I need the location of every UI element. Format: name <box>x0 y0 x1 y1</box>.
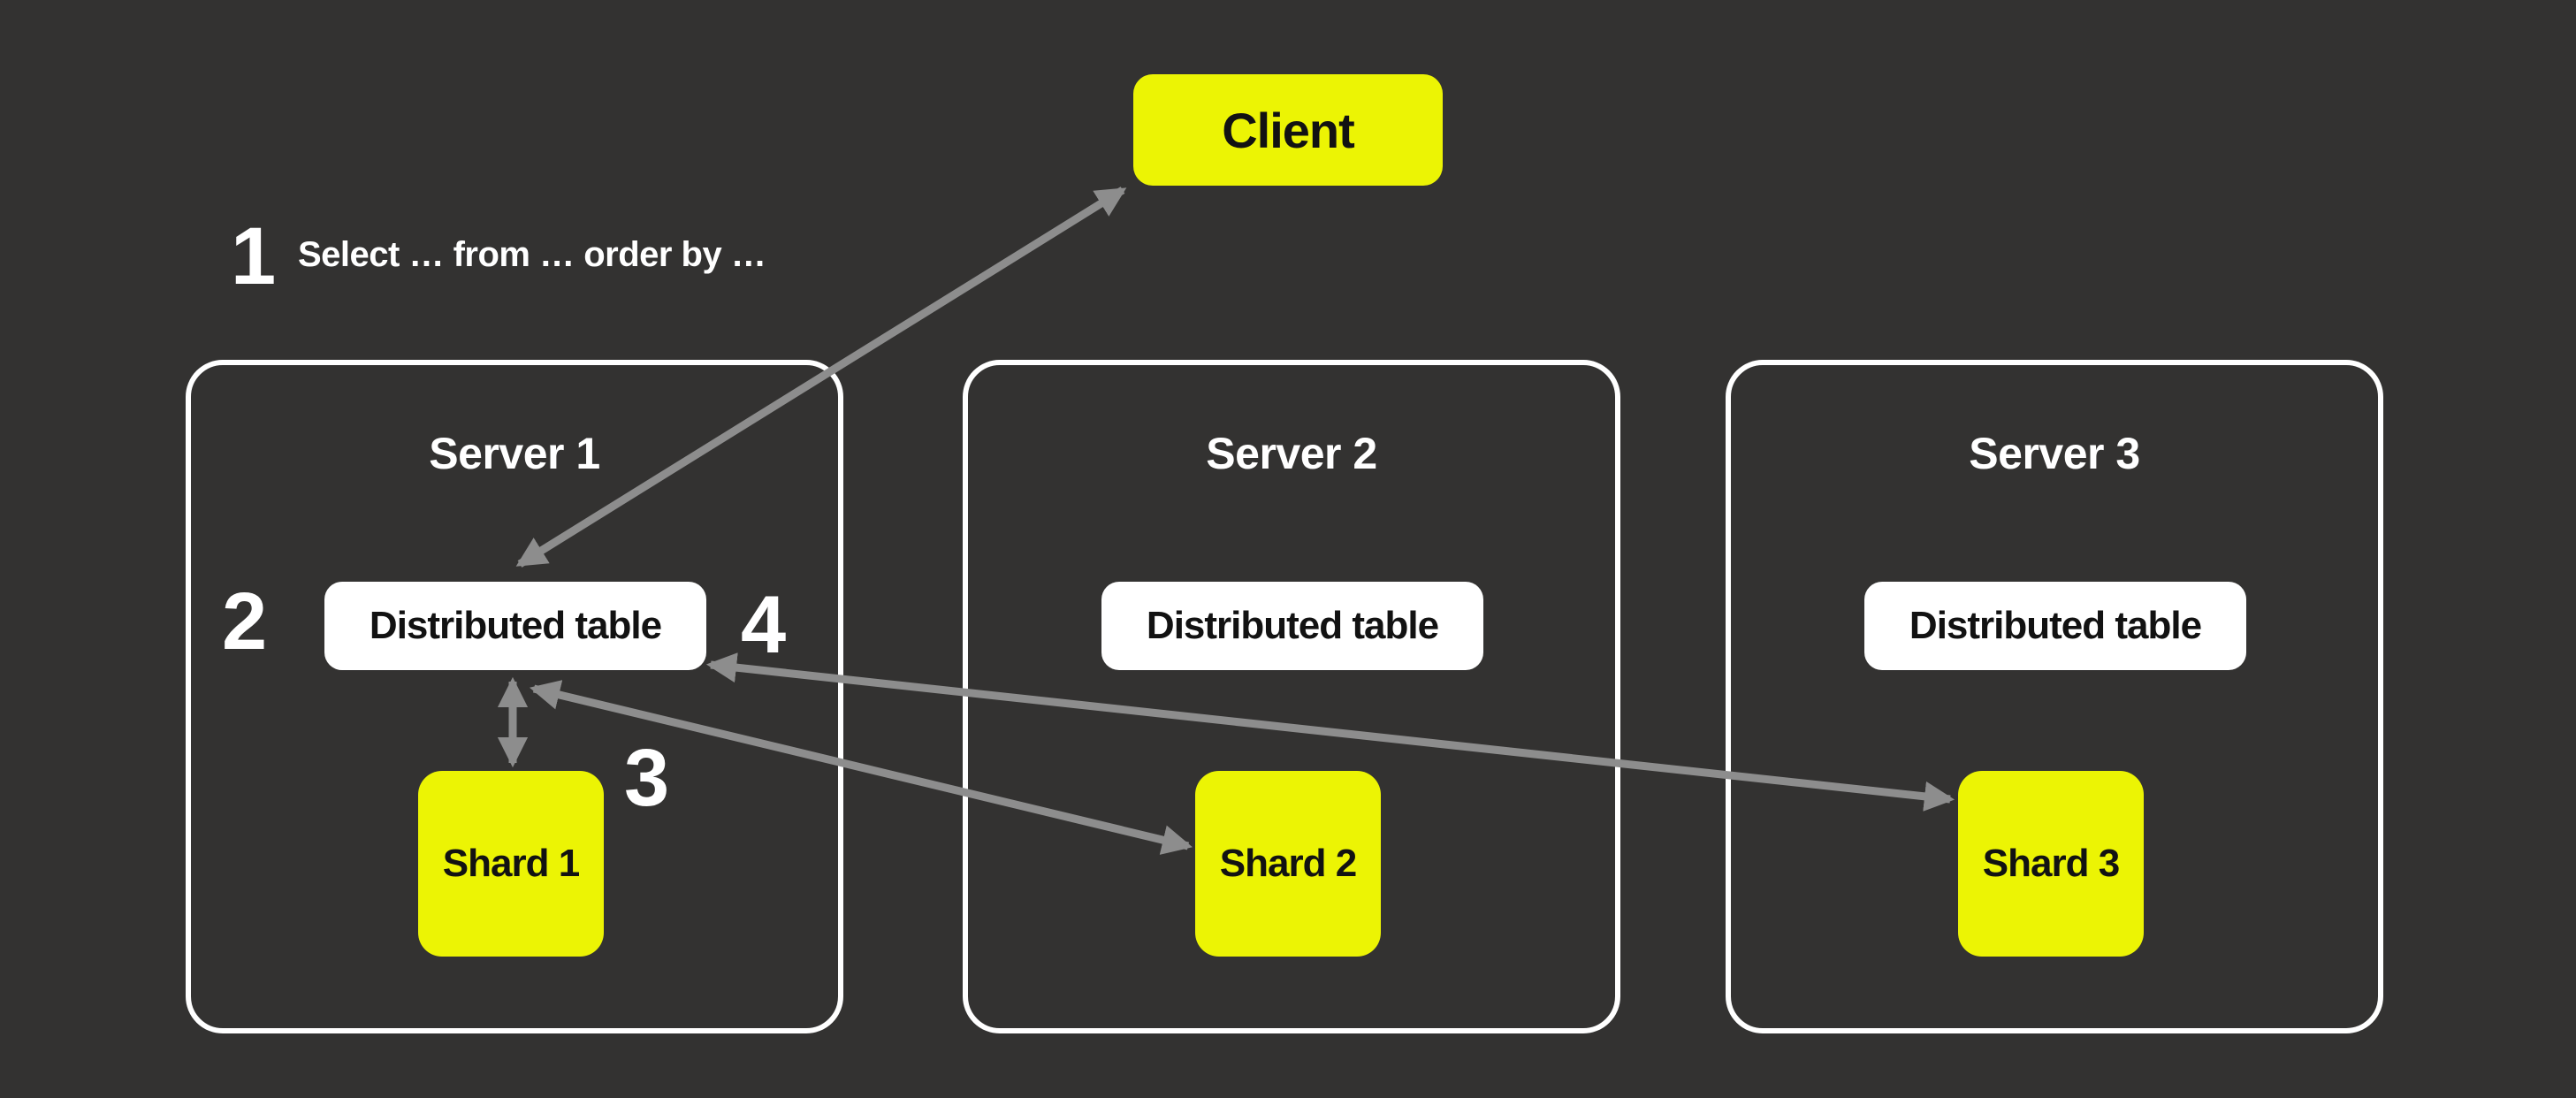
distributed-table-2: Distributed table <box>1101 582 1483 670</box>
server-3-box: Server 3 Distributed table Shard 3 <box>1726 360 2383 1033</box>
step-1-query-text: Select … from … order by … <box>298 235 766 274</box>
server-1-title: Server 1 <box>429 429 600 478</box>
client-node: Client <box>1133 74 1443 186</box>
server-2-title: Server 2 <box>1206 429 1377 478</box>
shard-2-label: Shard 2 <box>1219 842 1357 885</box>
distributed-table-3: Distributed table <box>1864 582 2246 670</box>
shard-1-label: Shard 1 <box>442 842 580 885</box>
shard-1: Shard 1 <box>418 771 604 957</box>
server-1-box: Server 1 Distributed table Shard 1 <box>186 360 843 1033</box>
distributed-table-3-label: Distributed table <box>1909 604 2202 647</box>
distributed-table-1: Distributed table <box>324 582 706 670</box>
shard-3-label: Shard 3 <box>1982 842 2120 885</box>
distributed-table-1-label: Distributed table <box>369 604 662 647</box>
shard-3: Shard 3 <box>1958 771 2144 957</box>
client-label: Client <box>1222 102 1355 158</box>
server-2-box: Server 2 Distributed table Shard 2 <box>963 360 1620 1033</box>
step-4-number: 4 <box>741 580 786 670</box>
distributed-table-2-label: Distributed table <box>1146 604 1439 647</box>
step-3-number: 3 <box>624 733 669 823</box>
step-2-number: 2 <box>222 576 267 667</box>
shard-2: Shard 2 <box>1195 771 1381 957</box>
server-3-title: Server 3 <box>1969 429 2140 478</box>
step-1-number: 1 <box>231 211 276 301</box>
